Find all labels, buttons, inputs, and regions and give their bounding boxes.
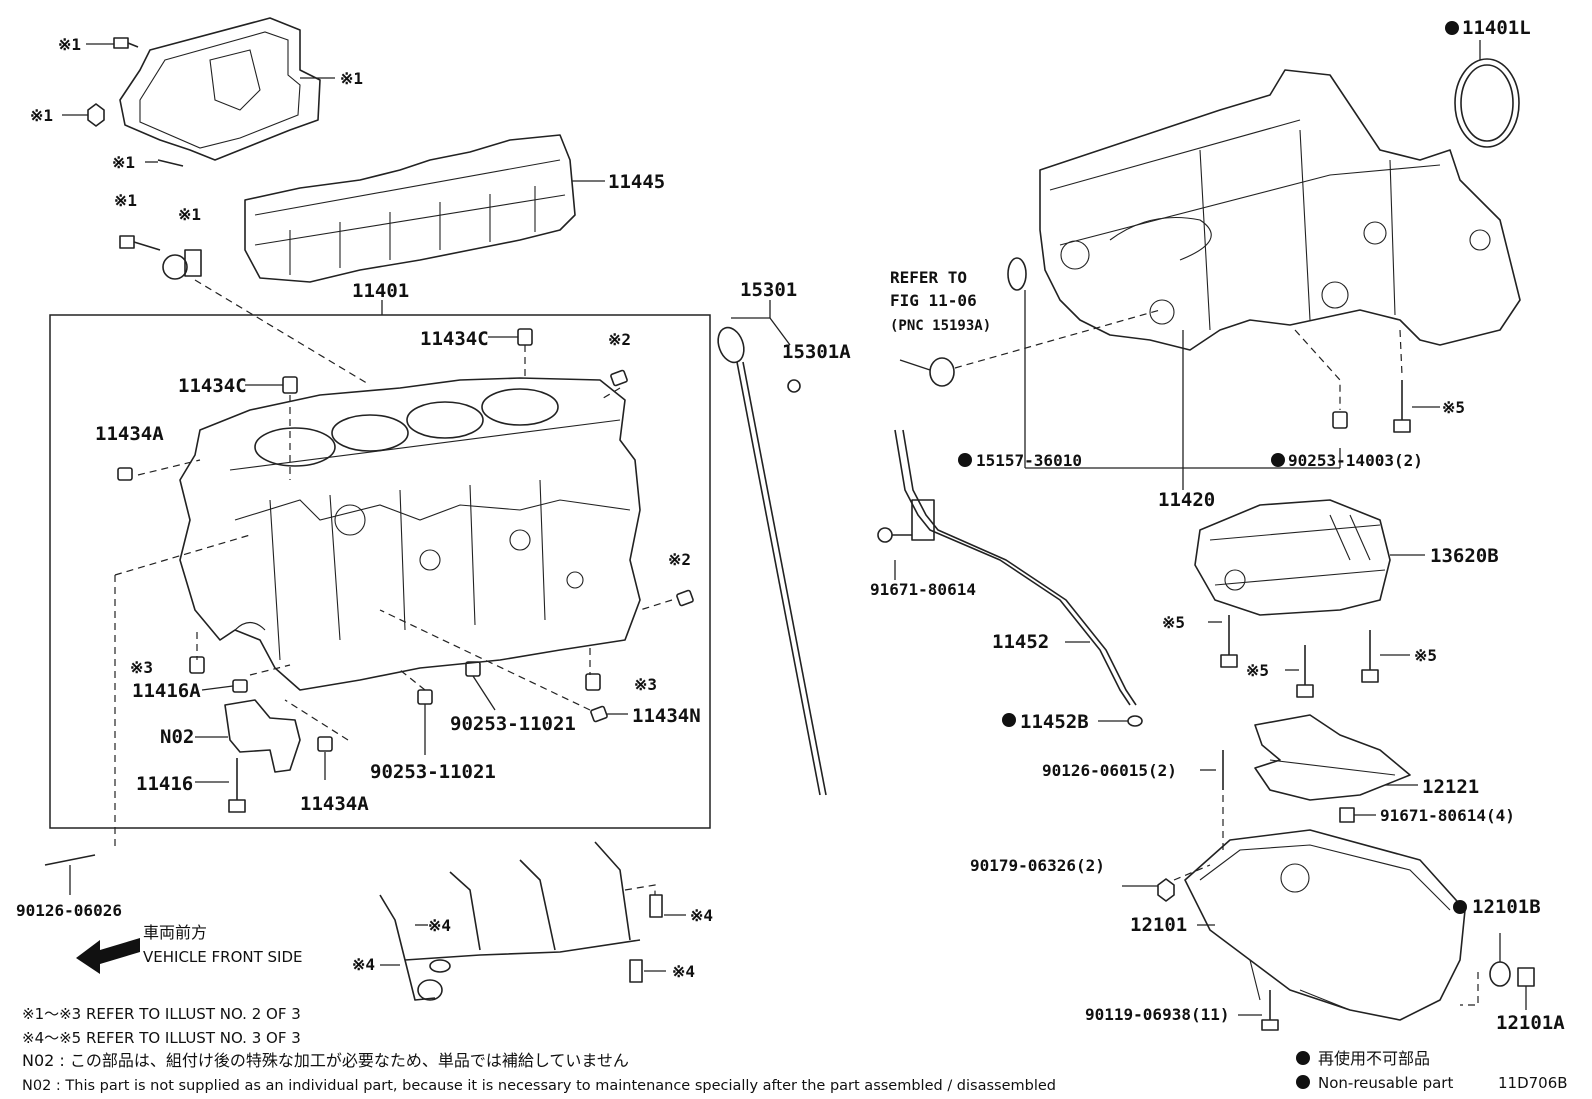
label-90253-11021-b: 90253-11021 (370, 761, 496, 783)
label-11416: 11416 (136, 773, 193, 795)
oil-seal-11401L (1454, 40, 1520, 148)
mark-1-f: ※1 (178, 205, 201, 224)
legend: 再使用不可部品 Non-reusable part 11D706B (1318, 1049, 1568, 1092)
cover-bolt-top (113, 37, 139, 49)
pan-bolt (1238, 990, 1279, 1031)
mark-5-a: ※5 (1442, 398, 1465, 417)
crankcase-drawing (1039, 69, 1521, 351)
note-1: ※1～※3 REFER TO ILLUST NO. 2 OF 3 (22, 1005, 301, 1023)
legend-jp: 再使用不可部品 (1318, 1049, 1430, 1068)
mark-1-c: ※1 (30, 106, 53, 125)
mark-4-a: ※4 (428, 916, 451, 935)
block-group-frame (49, 314, 711, 829)
mark-5-d: ※5 (1246, 661, 1269, 680)
label-12101: 12101 (1130, 914, 1187, 936)
label-11452B: 11452B (1020, 711, 1089, 733)
bolt-11416 (228, 758, 246, 813)
mark-1-b: ※1 (340, 69, 363, 88)
label-11420: 11420 (1158, 489, 1215, 511)
leader-lines-left (62, 43, 628, 895)
label-11416A: 11416A (132, 680, 201, 702)
oil-jet-pipes-drawing (379, 841, 686, 1001)
label-12101A: 12101A (1496, 1012, 1565, 1034)
note-2: ※4～※5 REFER TO ILLUST NO. 3 OF 3 (22, 1029, 301, 1047)
oil-baffle-drawing (1254, 714, 1418, 801)
label-11434N: 11434N (632, 705, 701, 727)
label-12101B: 12101B (1472, 896, 1541, 918)
label-90253-14003: 90253-14003(2) (1288, 451, 1423, 470)
label-90253-11021-a: 90253-11021 (450, 713, 576, 735)
drain-plug (1460, 933, 1535, 1010)
pump-bolts (1208, 615, 1410, 698)
mark-2-b: ※2 (668, 550, 691, 569)
label-15301: 15301 (740, 279, 797, 301)
label-N02: N02 (160, 726, 194, 748)
cover-nut (87, 103, 105, 127)
cover-stud (157, 159, 184, 167)
oil-pan-drawing (1122, 829, 1466, 1021)
direction-en: VEHICLE FRONT SIDE (143, 948, 303, 966)
crankcase-callout-bracket (1024, 330, 1341, 490)
mark-1-e: ※1 (114, 191, 137, 210)
mark-4-b: ※4 (690, 906, 713, 925)
label-15157-36010: 15157-36010 (976, 451, 1082, 470)
mark-5-c: ※5 (1414, 646, 1437, 665)
non-reusable-dots (958, 21, 1467, 1089)
label-11434C-b: 11434C (178, 375, 247, 397)
label-13620B: 13620B (1430, 545, 1499, 567)
label-90179-06326: 90179-06326(2) (970, 856, 1105, 875)
mark-5-b: ※5 (1162, 613, 1185, 632)
upper-cover-drawing (119, 17, 321, 161)
legend-en: Non-reusable part (1318, 1074, 1453, 1092)
part-labels: ※1 ※1 ※1 ※1 ※1 ※1 11445 11401 11434C ※2 … (16, 17, 1565, 1034)
diagram-id: 11D706B (1498, 1074, 1568, 1092)
label-11434A-a: 11434A (95, 423, 164, 445)
label-91671-80614-4: 91671-80614(4) (1380, 806, 1515, 825)
assembly-guide-lines (114, 279, 673, 850)
baffle-plate-drawing (244, 134, 576, 283)
label-15301A: 15301A (782, 341, 851, 363)
o-rings (929, 257, 1161, 448)
label-90126-06026: 90126-06026 (16, 901, 122, 920)
stud-90126-06026 (44, 854, 96, 866)
mark-3-b: ※3 (634, 675, 657, 694)
bolt-and-sensor (119, 235, 202, 280)
label-90119-06938: 90119-06938(11) (1085, 1005, 1230, 1024)
direction-jp: 車両前方 (143, 923, 207, 942)
note-3: N02 : この部品は、組付け後の特殊な加工が必要なため、単品では補給していませ… (22, 1051, 629, 1070)
crankcase-bolts (1294, 329, 1440, 433)
label-12121: 12121 (1422, 776, 1479, 798)
label-11401: 11401 (352, 280, 409, 302)
note-4: N02 : This part is not supplied as an in… (22, 1078, 1056, 1094)
label-90126-06015: 90126-06015(2) (1042, 761, 1177, 780)
refer-line3: (PNC 15193A) (890, 318, 991, 334)
cylinder-block-drawing (179, 377, 641, 691)
label-11445: 11445 (608, 171, 665, 193)
mark-2-a: ※2 (608, 330, 631, 349)
dipstick-drawing (717, 300, 827, 796)
label-11452: 11452 (992, 631, 1049, 653)
label-11401L: 11401L (1462, 17, 1531, 39)
refer-line1: REFER TO (890, 268, 967, 287)
label-11434C-a: 11434C (420, 328, 489, 350)
label-91671-80614: 91671-80614 (870, 580, 976, 599)
mark-3-a: ※3 (130, 658, 153, 677)
mark-4-c: ※4 (352, 955, 375, 974)
refer-leader (899, 359, 931, 371)
n02-bracket-drawing (224, 699, 301, 773)
pan-studs (1200, 750, 1376, 850)
front-direction-arrow (76, 938, 140, 974)
mark-4-d: ※4 (672, 962, 695, 981)
mark-1-d: ※1 (112, 153, 135, 172)
oil-pump-drawing (1194, 499, 1425, 616)
mark-1-a: ※1 (58, 35, 81, 54)
dipstick-guide-drawing (877, 429, 1143, 727)
label-11434A-b: 11434A (300, 793, 369, 815)
refer-line2: FIG 11-06 (890, 291, 977, 310)
notes-block: ※1～※3 REFER TO ILLUST NO. 2 OF 3 ※4～※5 R… (22, 1005, 1056, 1094)
